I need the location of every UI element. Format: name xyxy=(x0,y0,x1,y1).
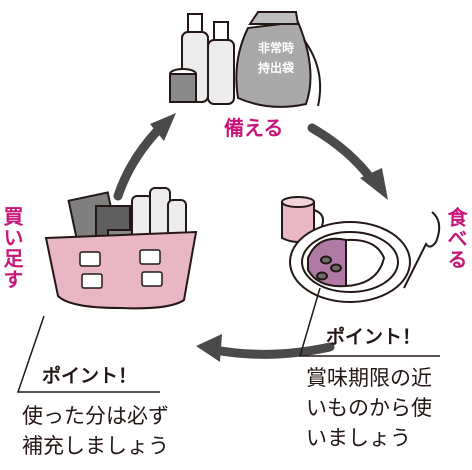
arrowhead-prepare xyxy=(150,113,176,141)
emergency-kit-illustration: 非常時 持出袋 xyxy=(169,11,322,108)
left-tip-line2: 補充しましょう xyxy=(22,433,169,458)
arrowhead-eat xyxy=(360,168,388,200)
right-tip-line3: いましょう xyxy=(306,425,411,450)
right-tip-line1: 賞味期限の近 xyxy=(306,366,432,390)
arrowhead-buy xyxy=(196,334,222,362)
right-tip-line2: いものから使 xyxy=(306,395,432,420)
step-prepare-label: 備える xyxy=(224,116,284,140)
left-tip-line1: 使った分は必ず xyxy=(22,404,169,428)
bag-label-line1: 非常時 xyxy=(258,40,294,55)
bag-icon xyxy=(235,20,312,108)
meal-illustration xyxy=(281,196,441,303)
arrow-to-prepare xyxy=(113,125,163,201)
bag-label-line2: 持出袋 xyxy=(258,60,295,75)
arrow-to-eat xyxy=(307,123,377,185)
step-buy-label: 買い足す xyxy=(0,206,24,290)
rice-icon xyxy=(345,238,386,288)
left-tip-heading: ポイント！ xyxy=(42,365,138,387)
spoon-icon xyxy=(403,211,441,289)
right-tip-text: 賞味期限の近 いものから使 いましょう xyxy=(306,364,432,453)
left-tip-text: 使った分は必ず 補充しましょう xyxy=(22,402,169,462)
arrow-heads xyxy=(150,113,388,362)
right-tip-heading: ポイント！ xyxy=(326,326,422,348)
step-eat-label: 食べる xyxy=(444,207,468,270)
basket-illustration xyxy=(44,187,198,310)
tip-leader-lines xyxy=(16,287,440,393)
arrow-to-buy xyxy=(210,342,335,359)
basket-icon xyxy=(44,230,198,310)
